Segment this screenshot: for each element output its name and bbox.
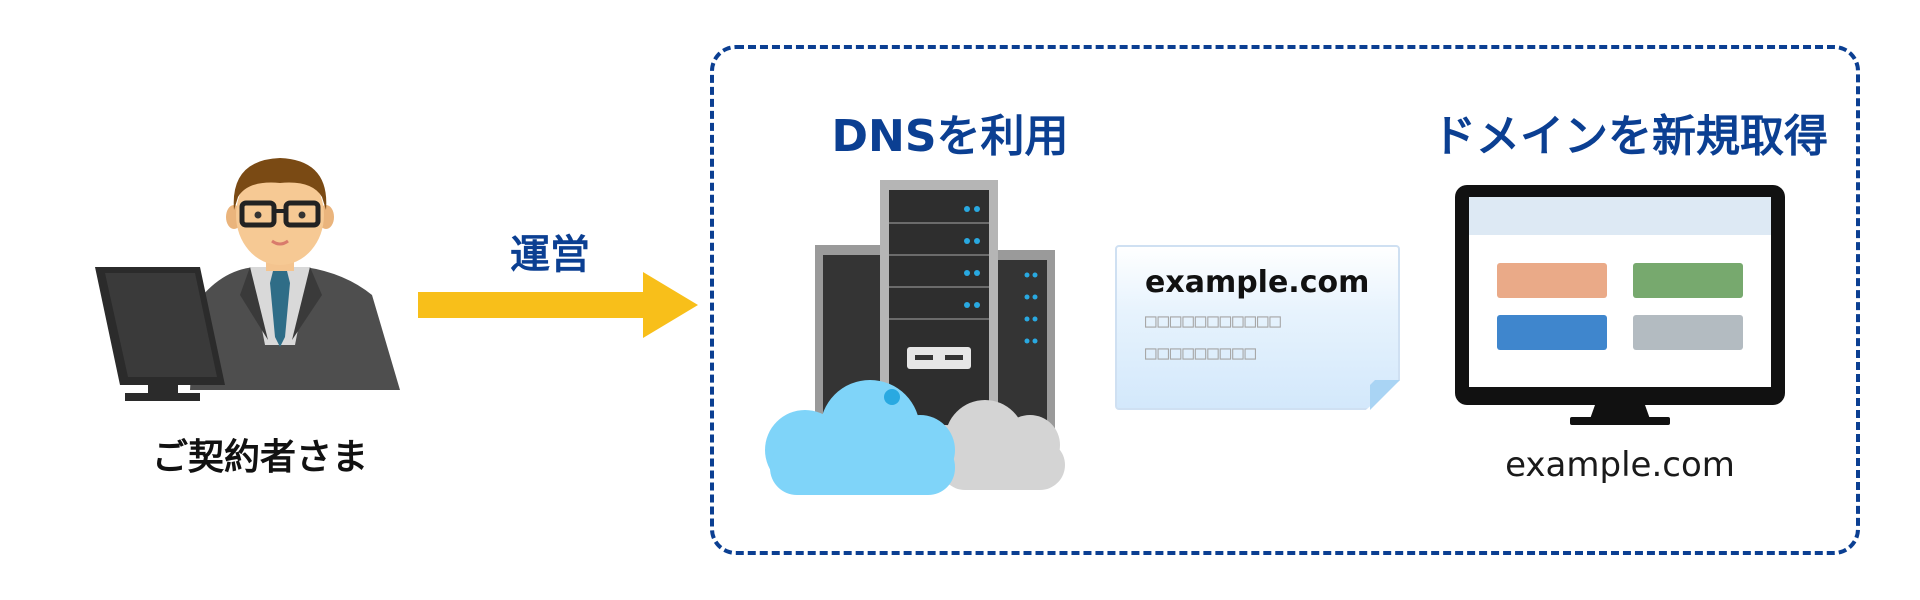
operation-label: 運営 [510,232,590,278]
dns-title: DNSを利用 [831,111,1069,162]
service-box [710,45,1860,555]
monitor-domain-label: example.com [1505,445,1735,485]
domain-title: ドメインを新規取得 [1432,111,1828,162]
monitor-website-icon [1455,185,1785,425]
server-cloud-icon [765,180,1065,495]
right-arrow-icon [418,272,698,338]
card-placeholder-line: □□□□□□□□□□□ [1145,310,1282,332]
person-label: ご契約者さま [151,437,368,478]
domain-record-card [1115,245,1400,410]
businessman-at-computer-icon [95,158,400,401]
card-placeholder-line: □□□□□□□□□ [1145,342,1257,364]
card-domain-name: example.com [1145,265,1370,300]
page-fold-icon [1370,380,1400,410]
